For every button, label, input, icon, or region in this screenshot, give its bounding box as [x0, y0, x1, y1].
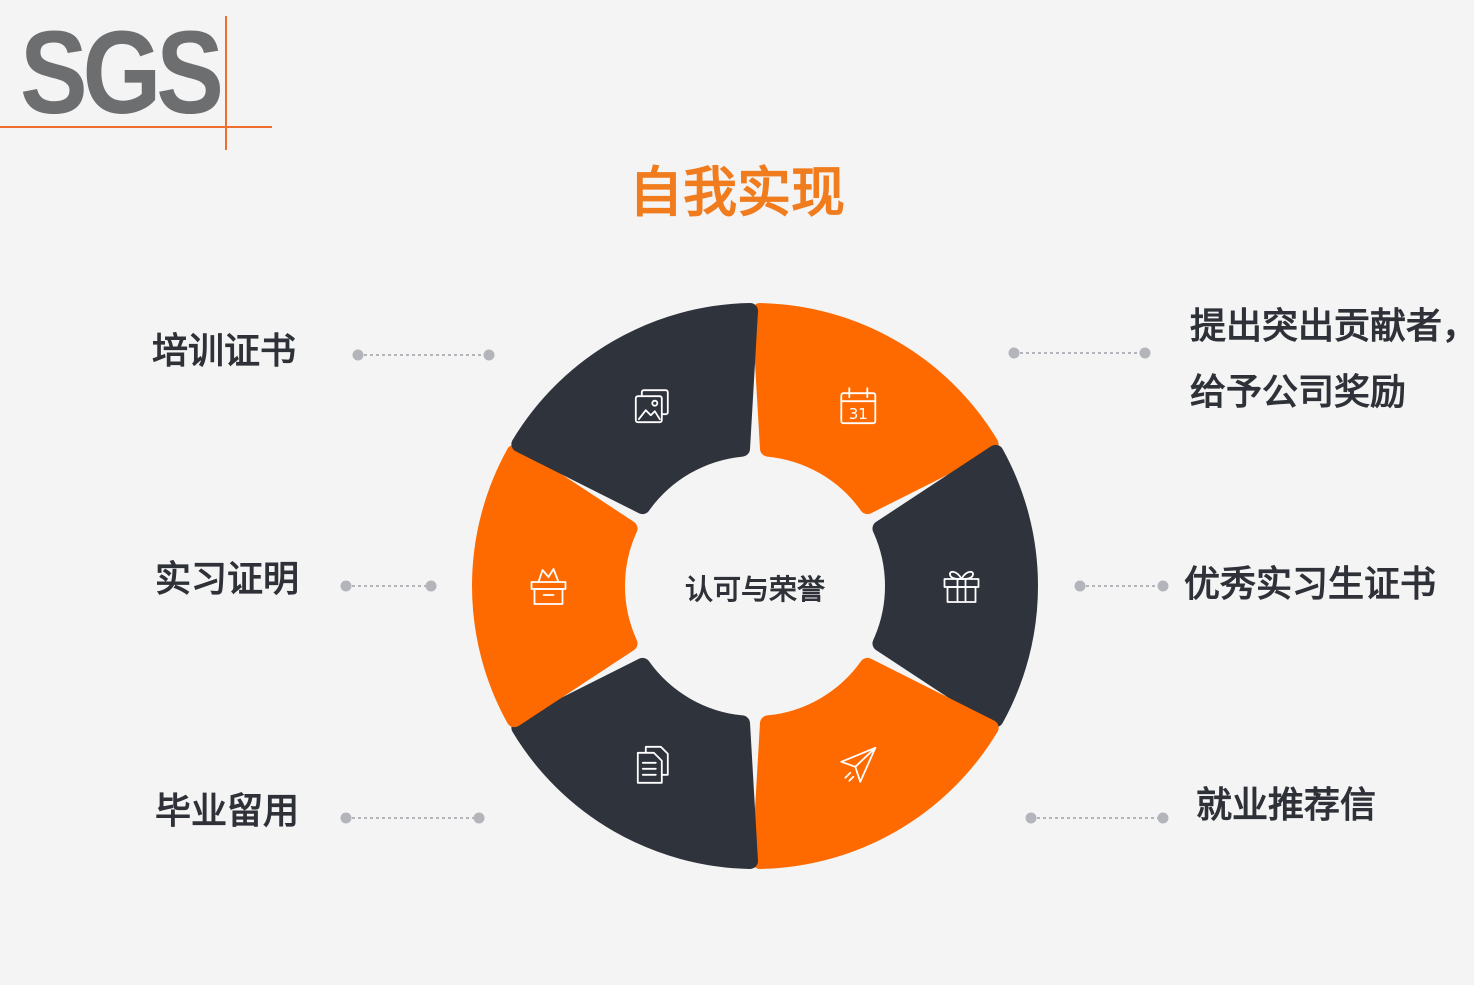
connector-line-6 — [1025, 812, 1169, 824]
label-training-certificate: 培训证书 — [152, 331, 297, 372]
logo-text: SGS — [20, 7, 224, 139]
ring-segment-2 — [872, 444, 1038, 728]
connector-line-1 — [352, 349, 495, 361]
center-label: 认可与荣誉 — [684, 573, 825, 606]
label-internship-proof: 实习证明 — [155, 559, 300, 600]
label-company-reward-line2: 给予公司奖励 — [1190, 372, 1407, 413]
connector-line-4 — [1008, 347, 1151, 359]
connector-line-5 — [1074, 580, 1169, 592]
ring-segments — [472, 303, 1038, 869]
calendar-day-text: 31 — [849, 405, 868, 423]
logo-horizontal-line — [0, 126, 272, 128]
label-company-reward-line1: 提出突出贡献者， — [1190, 306, 1474, 347]
box-icon — [530, 568, 567, 605]
paper-plane-icon — [840, 746, 877, 783]
gift-icon — [943, 570, 980, 603]
connectors — [340, 347, 1169, 824]
label-company-reward: 提出突出贡献者， 给予公司奖励 — [1190, 294, 1474, 426]
logo-vertical-line — [225, 16, 227, 150]
documents-icon — [636, 745, 669, 784]
label-graduation-retention: 毕业留用 — [155, 791, 300, 832]
ring-segment-4 — [511, 657, 758, 869]
segment-icons: 31 — [530, 387, 980, 784]
connector-line-3 — [340, 812, 485, 824]
ring-segment-6 — [511, 303, 758, 515]
label-outstanding-intern-certificate: 优秀实习生证书 — [1184, 564, 1437, 605]
ring-segment-3 — [752, 657, 999, 869]
ring-segment-5 — [472, 444, 638, 728]
label-recommendation-letter: 就业推荐信 — [1196, 785, 1377, 826]
pictures-icon — [634, 389, 669, 424]
page-title: 自我实现 — [629, 161, 845, 224]
connector-line-2 — [340, 580, 437, 592]
calendar-icon: 31 — [840, 387, 877, 425]
